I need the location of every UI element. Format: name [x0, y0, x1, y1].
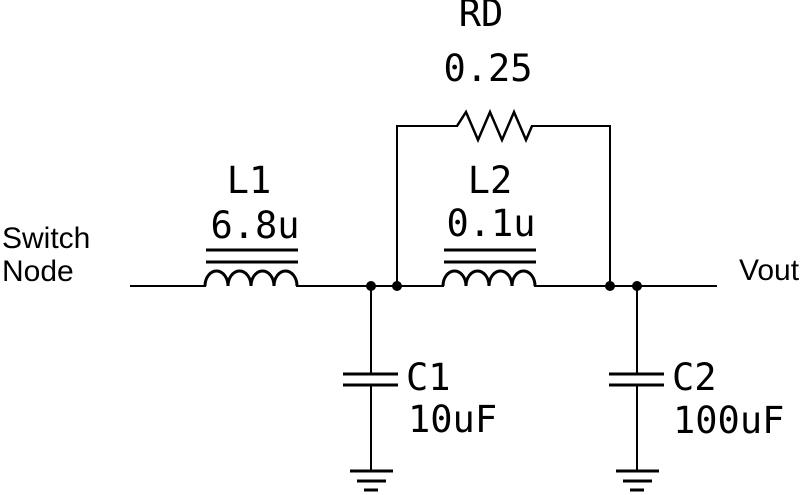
junction-dot-rd-right-node: [605, 281, 615, 291]
inductor-l2-value: 0.1u: [446, 202, 535, 245]
ground-symbol-c1: [350, 469, 393, 492]
inductor-l1-name: L1: [227, 159, 272, 202]
capacitor-c2-value: 100uF: [673, 399, 784, 442]
ground-symbol-c2: [616, 469, 659, 492]
output-node-label: Vout: [739, 254, 800, 287]
capacitor-c2-name: C2: [672, 356, 717, 399]
capacitor-c2: C2 100uF: [609, 285, 784, 472]
inductor-l1: L1 6.8u: [203, 159, 300, 287]
inductor-l2: L2 0.1u: [441, 159, 537, 287]
inductor-l1-value: 6.8u: [210, 204, 299, 247]
capacitor-c1-value: 10uF: [408, 398, 497, 441]
resistor-rd: RD 0.25: [396, 0, 611, 287]
inductor-l2-coil: [441, 269, 537, 287]
resistor-rd-zigzag: [455, 108, 534, 144]
inductor-l2-name: L2: [468, 159, 513, 202]
resistor-rd-value: 0.25: [443, 47, 532, 90]
resistor-rd-right-leg: [531, 125, 611, 287]
capacitor-c1: C1 10uF: [343, 285, 497, 472]
junction-dot-c1-node: [366, 281, 376, 291]
input-node-label-line1: Switch: [2, 222, 90, 255]
junction-dot-rd-left-node: [392, 281, 402, 291]
capacitor-c1-name: C1: [406, 356, 451, 399]
resistor-rd-name: RD: [459, 0, 504, 35]
input-node-label-line2: Node: [2, 255, 74, 288]
junction-dot-c2-node: [632, 281, 642, 291]
inductor-l1-coil: [203, 269, 299, 287]
resistor-rd-left-leg: [396, 125, 458, 287]
